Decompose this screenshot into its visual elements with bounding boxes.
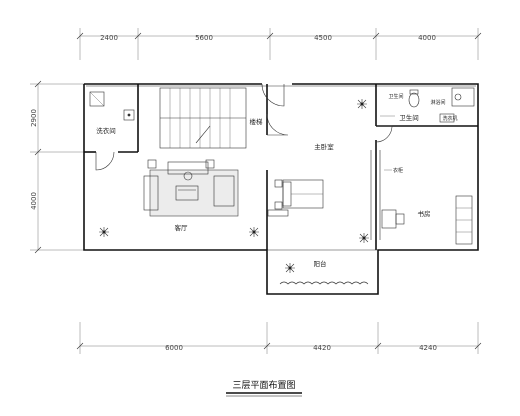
laundry-fixtures <box>89 91 135 121</box>
room-label-bathroom: 卫生间 <box>399 113 419 122</box>
staircase <box>159 87 247 149</box>
label-appliance: 洗衣机 <box>442 115 457 122</box>
room-label-study: 书房 <box>418 209 431 218</box>
dim-top-3: 4500 <box>314 34 332 42</box>
label-toilet-area: 卫生间 <box>388 93 403 100</box>
interior-walls <box>84 84 478 251</box>
bathroom-fixtures <box>380 87 475 123</box>
dimension-top: 2400 5600 4500 4000 <box>76 28 482 60</box>
dim-top-1: 2400 <box>100 34 118 42</box>
dim-bottom-1: 6000 <box>165 344 183 352</box>
dim-top-2: 5600 <box>195 34 213 42</box>
dim-top-4: 4000 <box>418 34 436 42</box>
study-furniture <box>381 169 473 245</box>
room-label-laundry: 洗衣间 <box>96 126 116 135</box>
label-shower: 淋浴间 <box>430 99 445 106</box>
dimension-left: 2900 4000 <box>30 80 84 254</box>
living-room-furniture <box>143 159 239 217</box>
dim-left-1: 2900 <box>30 109 38 127</box>
room-label-master-bedroom: 主卧室 <box>314 142 334 151</box>
balcony-railing <box>279 281 369 285</box>
room-label-living: 客厅 <box>175 223 189 232</box>
room-label-balcony: 阳台 <box>314 259 327 268</box>
dimension-bottom: 6000 4420 4240 <box>76 322 482 354</box>
drawing-title: 三层平面布置图 <box>232 379 295 391</box>
dim-left-2: 4000 <box>30 192 38 210</box>
room-label-wardrobe: 衣柜 <box>393 167 403 174</box>
exterior-walls <box>83 83 479 295</box>
dim-bottom-3: 4240 <box>419 344 437 352</box>
master-bedroom-furniture <box>267 179 324 217</box>
plants <box>99 99 369 273</box>
dim-bottom-2: 4420 <box>313 344 331 352</box>
doors <box>95 83 393 171</box>
room-label-stairs: 楼梯 <box>250 117 264 126</box>
